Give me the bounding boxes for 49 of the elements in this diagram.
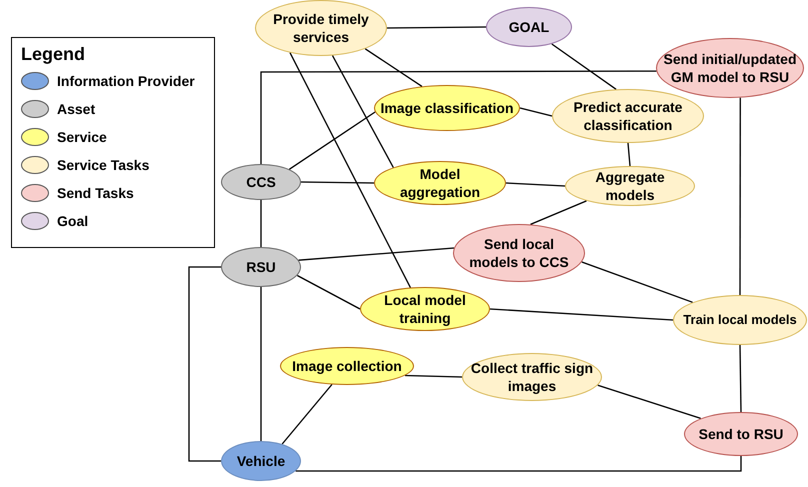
connector-line xyxy=(627,142,631,166)
legend-text: Service xyxy=(57,128,107,146)
node-label: GOAL xyxy=(508,18,550,36)
node-label: Aggregate models xyxy=(594,168,666,204)
node-label: Local model training xyxy=(383,290,467,328)
node-label: Model aggregation xyxy=(398,164,482,202)
connector-line xyxy=(530,200,587,225)
node-label: Send to RSU xyxy=(698,424,784,444)
legend-text: Goal xyxy=(57,212,88,230)
node-label: Image classification xyxy=(380,98,514,118)
connector-line xyxy=(332,55,394,168)
node-label: Send initial/updated GM model to RSU xyxy=(662,50,798,86)
node-label: Collect traffic sign images xyxy=(470,358,594,396)
connector-line xyxy=(598,384,701,420)
connector-line xyxy=(288,111,376,170)
connector-line xyxy=(260,70,656,164)
connector-line xyxy=(490,308,674,321)
connector-line xyxy=(404,374,462,378)
connector-line xyxy=(296,456,742,472)
connector-line xyxy=(260,200,262,247)
connector-line xyxy=(298,247,454,261)
connector-line xyxy=(188,266,221,462)
node-label: RSU xyxy=(246,258,276,276)
legend-text: Send Tasks xyxy=(57,184,134,202)
connector-line xyxy=(551,43,616,90)
legend-text: Service Tasks xyxy=(57,156,150,174)
node-label: Provide timely services xyxy=(272,10,370,46)
node-label: CCS xyxy=(246,172,276,192)
connector-line xyxy=(506,182,566,187)
connector-line xyxy=(289,52,411,288)
node-label: Vehicle xyxy=(236,452,286,470)
node-label: Predict accurate classification xyxy=(572,98,684,134)
node-label: Send local models to CCS xyxy=(468,234,570,272)
ellipse-node xyxy=(221,247,301,287)
legend-text: Information Provider xyxy=(57,72,195,90)
node-label: Image collection xyxy=(292,356,402,376)
connector-line xyxy=(260,287,262,441)
connector-line xyxy=(387,26,486,29)
connector-line xyxy=(582,261,693,303)
legend-text: Asset xyxy=(57,100,96,118)
connector-line xyxy=(297,274,360,310)
connector-line xyxy=(301,181,374,184)
legend-title: Legend xyxy=(21,43,86,66)
connector-line xyxy=(739,98,741,295)
connector-line xyxy=(282,384,332,444)
connector-line xyxy=(364,48,422,87)
connector-line xyxy=(739,345,742,412)
node-label: Train local models xyxy=(683,312,797,328)
connector-line xyxy=(520,107,552,117)
